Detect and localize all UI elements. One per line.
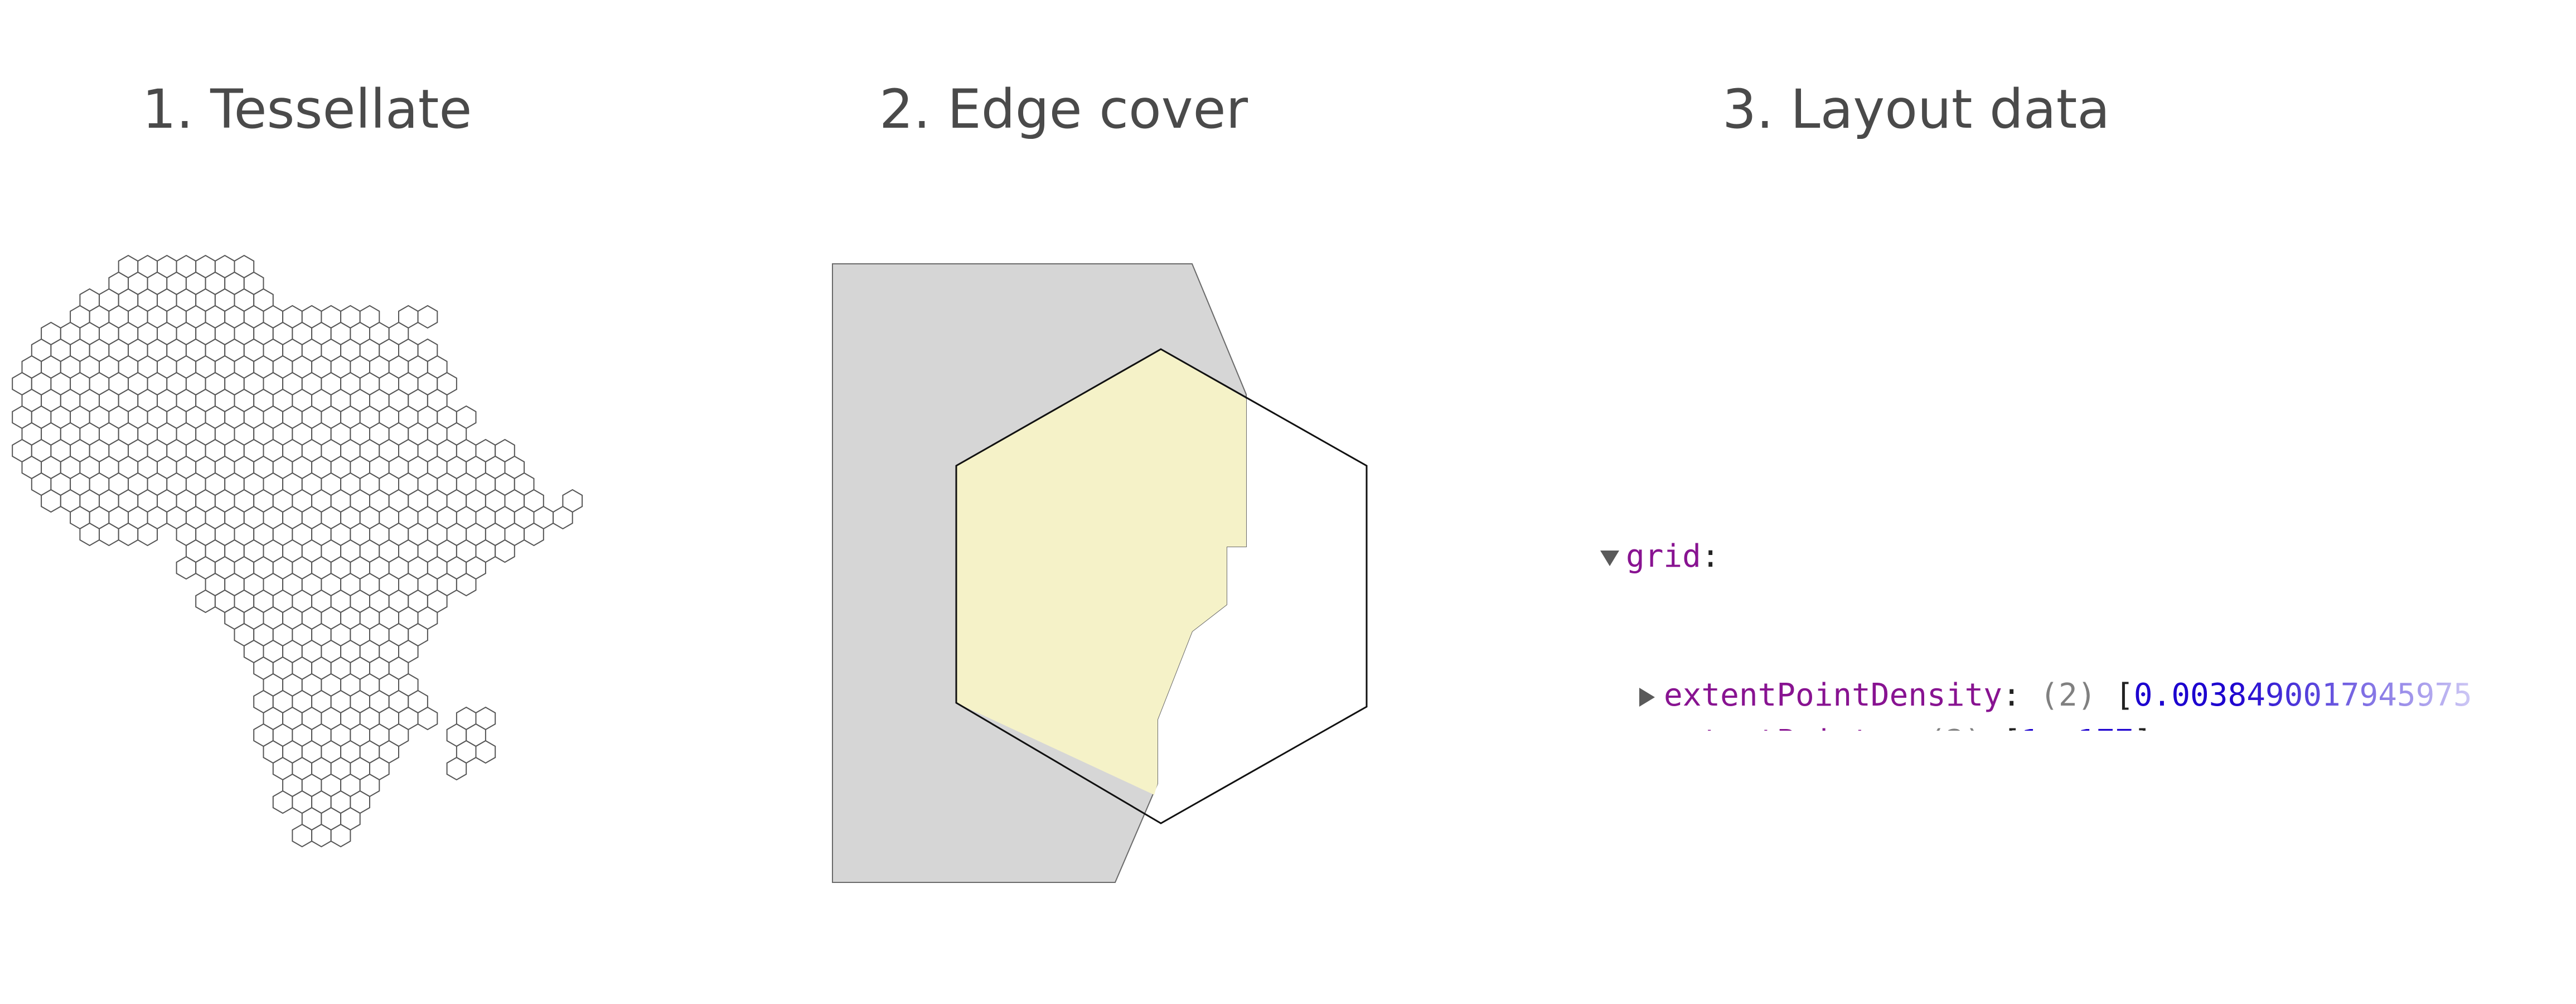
hex-cell xyxy=(417,305,438,329)
array-length: (2) xyxy=(2040,677,2096,713)
space xyxy=(1983,723,2002,731)
hex-cell xyxy=(330,823,351,848)
hex-cell xyxy=(524,522,544,547)
space xyxy=(2096,677,2115,713)
close-bracket: ] xyxy=(2134,723,2153,731)
colon-separator: : xyxy=(1890,723,1927,731)
edge-cover-diagram xyxy=(832,263,1368,883)
open-bracket: [ xyxy=(2002,723,2021,731)
grid-key: grid xyxy=(1626,538,1701,575)
title-layout-data: 3. Layout data xyxy=(1722,78,2110,141)
open-bracket: [ xyxy=(2115,677,2134,713)
colon-separator: : xyxy=(2002,677,2040,713)
console-row-grid[interactable]: grid: xyxy=(1600,533,2504,580)
property-key: extentPointDensity xyxy=(1664,677,2002,713)
title-tessellate: 1. Tessellate xyxy=(142,78,472,141)
array-values: 1, 177 xyxy=(2021,723,2134,731)
console-row-extentPointDensity[interactable]: extentPointDensity: (2) [0.0038490017945… xyxy=(1600,672,2504,718)
triangle-right-icon[interactable] xyxy=(1639,687,1655,707)
hex-cell xyxy=(446,756,467,781)
array-length: (2) xyxy=(1927,723,1983,731)
hex-cell xyxy=(137,522,158,547)
hex-cell xyxy=(417,706,438,731)
layout-data-console: grid: extentPointDensity: (2) [0.0038490… xyxy=(1600,441,2504,731)
hex-cell xyxy=(495,539,515,563)
property-key: extentPoints xyxy=(1664,723,1890,731)
array-values: 0.0038490017945975 xyxy=(2133,677,2472,713)
africa-hex-tessellation xyxy=(12,254,583,848)
console-row-extentPoints[interactable]: extentPoints: (2) [1, 177] xyxy=(1600,718,2504,731)
overlap-region xyxy=(956,349,1246,795)
hex-cell xyxy=(553,505,573,530)
hex-cell xyxy=(456,572,477,597)
cover-hexagon xyxy=(955,348,1368,824)
triangle-down-icon[interactable] xyxy=(1600,550,1619,566)
title-edge-cover: 2. Edge cover xyxy=(879,78,1248,141)
hex-cell xyxy=(475,740,496,764)
